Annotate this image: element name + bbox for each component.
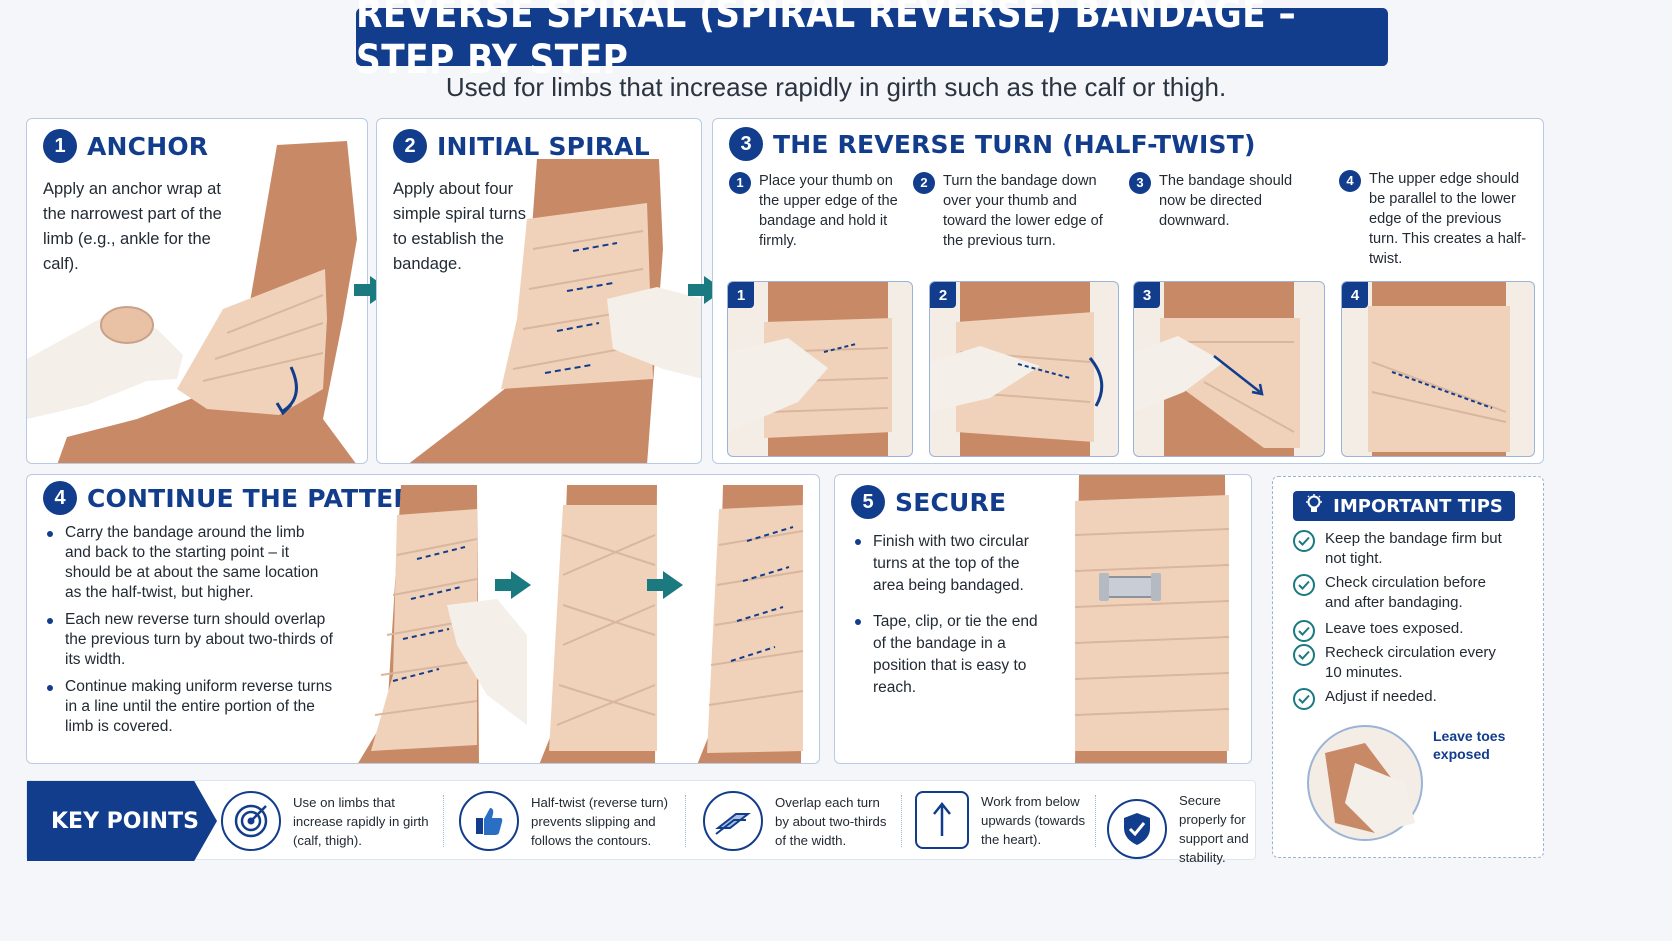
- tip-item: Leave toes exposed.: [1293, 619, 1513, 642]
- step-number: 5: [851, 485, 885, 519]
- reverse-frame-3: 3: [1133, 281, 1325, 457]
- key-point: Half-twist (reverse turn) prevents slipp…: [459, 791, 695, 851]
- step-title: CONTINUE THE PATTERN: [87, 483, 435, 513]
- list-item: Continue making uniform reverse turns in…: [43, 677, 333, 737]
- secure-bullets: Finish with two circular turns at the to…: [851, 531, 1051, 706]
- initial-spiral-illustration: [409, 159, 701, 463]
- continue-bullets: Carry the bandage around the limb and ba…: [43, 523, 333, 744]
- tip-item: Keep the bandage firm but not tight.: [1293, 529, 1513, 569]
- next-arrow-icon: [495, 571, 531, 599]
- list-item: Carry the bandage around the limb and ba…: [43, 523, 333, 603]
- step-initial-spiral-header: 2 INITIAL SPIRAL: [393, 129, 650, 163]
- step-title: THE REVERSE TURN (HALF-TWIST): [773, 129, 1256, 159]
- tip-item: Adjust if needed.: [1293, 687, 1513, 710]
- step-secure-header: 5 SECURE: [851, 485, 1006, 519]
- divider: [443, 795, 444, 847]
- next-arrow-icon: [647, 571, 683, 599]
- step-number: 4: [43, 481, 77, 515]
- step-title: INITIAL SPIRAL: [437, 131, 650, 161]
- key-point: Secure properly for support and stabilit…: [1107, 791, 1255, 867]
- step-number: 1: [43, 129, 77, 163]
- step-initial-spiral-text: Apply about four simple spiral turns to …: [393, 180, 526, 273]
- target-icon: [221, 791, 281, 851]
- reverse-frame-4: 4: [1341, 281, 1535, 457]
- list-item: Each new reverse turn should overlap the…: [43, 610, 333, 670]
- step-continue-header: 4 CONTINUE THE PATTERN: [43, 481, 434, 515]
- key-point: Overlap each turn by about two-thirds of…: [703, 791, 899, 851]
- shield-check-icon: [1107, 799, 1167, 859]
- step-secure-panel: 5 SECURE Finish with two circular turns …: [834, 474, 1252, 764]
- divider: [685, 795, 686, 847]
- divider: [1095, 795, 1096, 847]
- clip-icon: [1106, 576, 1154, 598]
- step-reverse-turn-panel: 3 THE REVERSE TURN (HALF-TWIST) 1 Place …: [712, 118, 1544, 464]
- step-anchor-header: 1 ANCHOR: [43, 129, 208, 163]
- step-anchor-text: Apply an anchor wrap at the narrowest pa…: [43, 180, 222, 273]
- page-title: REVERSE SPIRAL (SPIRAL REVERSE) BANDAGE …: [356, 0, 1388, 83]
- tip-item: Recheck circulation every 10 minutes.: [1293, 643, 1513, 683]
- list-item: Finish with two circular turns at the to…: [851, 531, 1051, 597]
- overlap-icon: [703, 791, 763, 851]
- step-continue-panel: 4 CONTINUE THE PATTERN Carry the bandage…: [26, 474, 820, 764]
- step-reverse-turn-header: 3 THE REVERSE TURN (HALF-TWIST): [729, 127, 1256, 161]
- continue-illustration: [358, 485, 804, 763]
- toes-illustration: [1307, 725, 1423, 841]
- check-icon: [1293, 688, 1315, 710]
- toes-caption: Leave toes exposed: [1433, 728, 1506, 762]
- key-points-label: KEY POINTS: [27, 781, 217, 861]
- reverse-substep-1: 1 Place your thumb on the upper edge of …: [729, 171, 899, 251]
- important-tips-panel: IMPORTANT TIPS Keep the bandage firm but…: [1272, 476, 1544, 858]
- step-initial-spiral-panel: 2 INITIAL SPIRAL Apply about four simple…: [376, 118, 702, 464]
- key-point: Use on limbs that increase rapidly in gi…: [221, 791, 437, 851]
- up-arrow-icon: [915, 791, 969, 849]
- tip-item: Check circulation before and after banda…: [1293, 573, 1513, 613]
- check-icon: [1293, 644, 1315, 666]
- reverse-substep-2: 2 Turn the bandage down over your thumb …: [913, 171, 1103, 251]
- reverse-substep-3: 3 The bandage should now be directed dow…: [1129, 171, 1309, 231]
- lightbulb-icon: [1305, 493, 1323, 519]
- divider: [901, 795, 902, 847]
- check-icon: [1293, 530, 1315, 552]
- tips-header: IMPORTANT TIPS: [1293, 491, 1515, 521]
- reverse-substep-4: 4 The upper edge should be parallel to t…: [1339, 169, 1529, 269]
- check-icon: [1293, 574, 1315, 596]
- check-icon: [1293, 620, 1315, 642]
- secure-illustration: [1074, 475, 1230, 763]
- list-item: Tape, clip, or tie the end of the bandag…: [851, 611, 1051, 699]
- anchor-illustration: [27, 141, 357, 463]
- reverse-frame-1: 1: [727, 281, 913, 457]
- step-number: 2: [393, 129, 427, 163]
- page-subtitle: Used for limbs that increase rapidly in …: [445, 72, 1227, 102]
- key-points-bar: KEY POINTS Use on limbs that increase ra…: [26, 780, 1256, 865]
- key-point: Work from below upwards (towards the hea…: [915, 791, 1105, 849]
- step-title: ANCHOR: [87, 131, 209, 161]
- step-anchor-panel: 1 ANCHOR Apply an anchor wrap at the nar…: [26, 118, 368, 464]
- reverse-frame-2: 2: [929, 281, 1119, 457]
- step-title: SECURE: [895, 487, 1007, 517]
- thumbs-up-icon: [459, 791, 519, 851]
- step-number: 3: [729, 127, 763, 161]
